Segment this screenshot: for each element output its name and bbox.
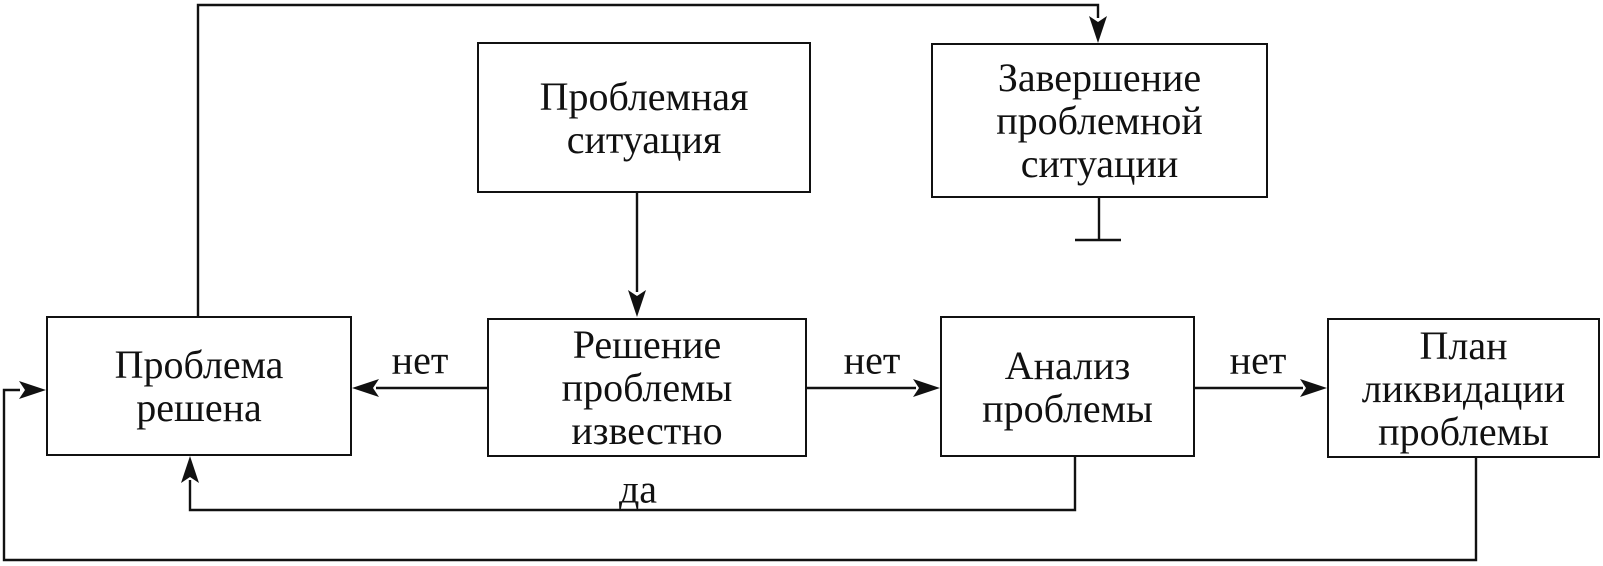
edge-label-yes: да: [618, 466, 658, 512]
edge-label-no-2: нет: [843, 337, 901, 383]
node-analysis: Анализ проблемы: [940, 316, 1195, 457]
node-problem-situation-label: Проблемная ситуация: [539, 73, 749, 162]
node-problem-situation: Проблемная ситуация: [477, 42, 811, 193]
arrowhead-left-problem-solved: [352, 379, 379, 397]
arrowhead-up-problem-solved: [181, 456, 199, 483]
edge-analysis-to-plan: [1195, 379, 1327, 397]
edge-plan-to-problem-solved: [2, 381, 1478, 562]
edge-solution-known-to-problem-solved: [352, 379, 487, 397]
node-completion: Завершение проблемной ситуации: [931, 43, 1268, 198]
edge-problem-situation-to-solution-known: [628, 193, 646, 317]
node-solution-known: Решение проблемы известно: [487, 318, 807, 457]
edge-solution-known-to-analysis: [807, 379, 940, 397]
node-problem-solved: Проблема решена: [46, 316, 352, 456]
node-plan: План ликвидации проблемы: [1327, 318, 1600, 458]
edge-analysis-to-problem-solved: [181, 456, 1077, 512]
arrowhead-right-analysis: [913, 379, 940, 397]
edge-label-no-3: нет: [1229, 337, 1287, 383]
arrowhead-right-plan: [1300, 379, 1327, 397]
node-plan-label: План ликвидации проблемы: [1361, 322, 1566, 454]
arrowhead-down-solution-known: [628, 290, 646, 317]
node-problem-solved-label: Проблема решена: [114, 342, 284, 430]
arrowhead-right-problem-solved: [19, 381, 46, 399]
arrowhead-down-completion: [1089, 16, 1107, 43]
node-solution-known-label: Решение проблемы известно: [561, 322, 733, 453]
node-analysis-label: Анализ проблемы: [982, 342, 1153, 431]
edge-completion-terminator: [1075, 198, 1121, 242]
edge-label-no-1: нет: [391, 337, 449, 383]
edge-problem-solved-to-completion: [196, 3, 1107, 316]
node-completion-label: Завершение проблемной ситуации: [996, 55, 1203, 186]
